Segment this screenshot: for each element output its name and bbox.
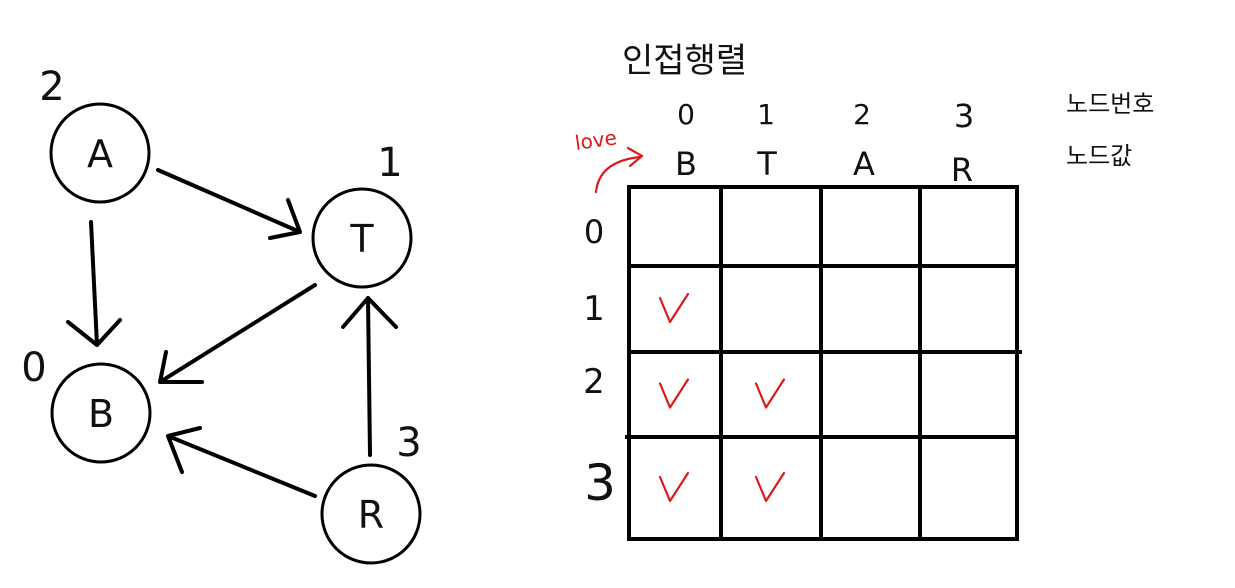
node-b: B: [50, 362, 152, 464]
edge-a-to-b: [66, 220, 122, 347]
node-a-number: 2: [39, 64, 64, 110]
matrix-checks: [658, 292, 786, 503]
edge-a-to-t: [156, 168, 302, 240]
matrix-title: 인접행렬: [622, 41, 747, 81]
row-number-0: 0: [584, 213, 604, 251]
column-number-0: 0: [677, 98, 695, 131]
check-mark-r3-c1: [754, 471, 786, 503]
node-r-number: 3: [396, 420, 421, 466]
column-value-headers: B T A R: [675, 145, 973, 189]
node-t-label: T: [349, 217, 374, 261]
column-number-2: 2: [853, 98, 871, 131]
edge-t-to-b: [158, 283, 317, 384]
check-mark-r2-c1: [754, 378, 786, 409]
edge-r-to-t: [341, 296, 398, 457]
column-value-2: A: [853, 145, 875, 183]
node-t-number: 1: [377, 140, 402, 186]
annotation-love: love: [573, 125, 618, 155]
column-number-3: 3: [954, 97, 974, 135]
side-label-node-numbers: 노드번호: [1066, 90, 1154, 118]
side-label-node-values: 노드값: [1066, 142, 1132, 170]
row-number-2: 2: [583, 362, 605, 402]
row-number-3: 3: [584, 454, 616, 512]
check-mark-r3-c0: [658, 471, 690, 503]
node-t: T: [311, 187, 413, 289]
column-number-headers: 0 1 2 3: [677, 97, 974, 135]
check-mark-r2-c0: [658, 378, 690, 409]
matrix-grid: [625, 185, 1022, 541]
node-b-number: 0: [21, 345, 46, 391]
column-value-0: B: [675, 145, 697, 183]
node-r: R: [320, 463, 422, 565]
edge-r-to-b: [166, 426, 317, 498]
column-number-1: 1: [757, 98, 775, 131]
node-a: A: [49, 102, 151, 204]
node-b-label: B: [88, 392, 114, 436]
graph-edges: [66, 168, 398, 498]
annotation-arrow: [594, 146, 644, 194]
node-a-label: A: [87, 132, 113, 176]
check-mark-r1-c0: [658, 292, 690, 324]
column-value-1: T: [756, 145, 777, 183]
column-value-3: R: [951, 151, 973, 189]
row-number-headers: 0 1 2 3: [583, 213, 616, 512]
row-number-1: 1: [583, 289, 605, 329]
node-r-label: R: [358, 493, 384, 537]
